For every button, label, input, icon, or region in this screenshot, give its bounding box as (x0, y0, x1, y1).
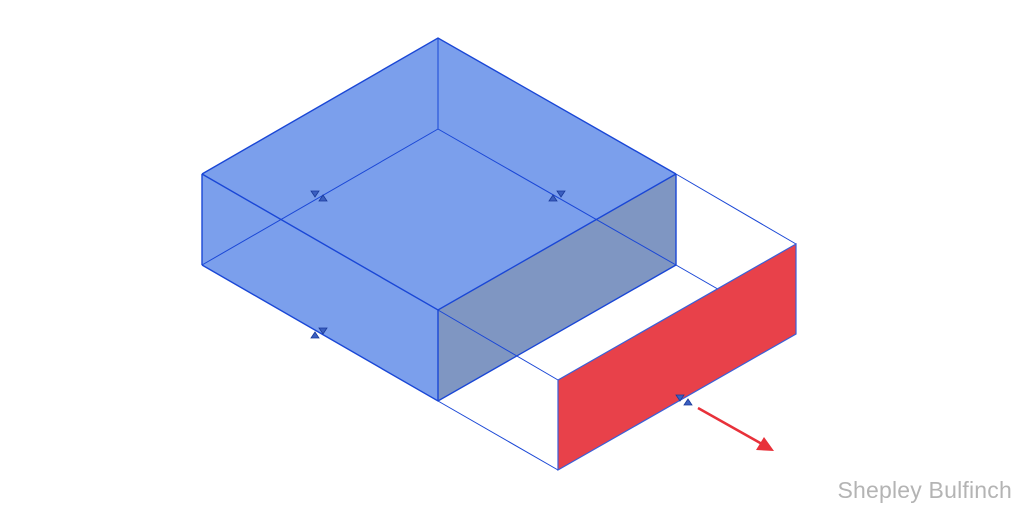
blue-box (202, 38, 676, 401)
shape-handle-grip-right-top[interactable] (548, 190, 566, 202)
box-hidden-edges (201, 38, 677, 266)
shape-handle-grip-left-bottom[interactable] (310, 327, 328, 339)
drag-arrow-icon (697, 406, 774, 451)
watermark: Shepley Bulfinch (837, 477, 1012, 503)
box-visible-edges (201, 37, 677, 402)
selected-face[interactable] (557, 242, 797, 472)
shape-handle-grip-left-top[interactable] (310, 190, 328, 202)
shape-handle-grip-selected-face[interactable] (675, 394, 693, 406)
